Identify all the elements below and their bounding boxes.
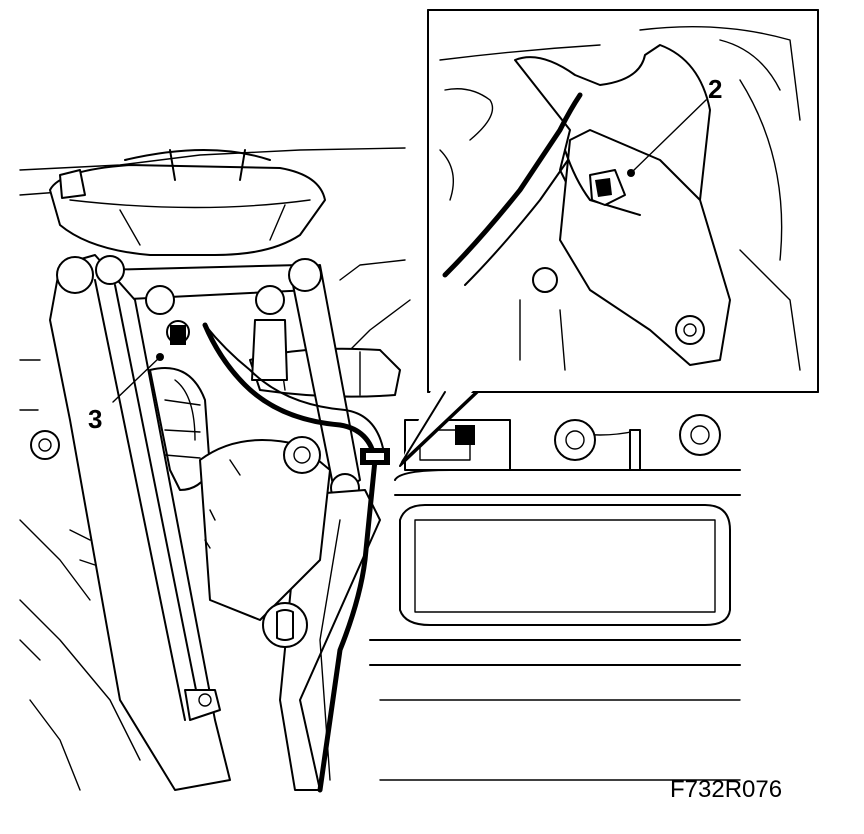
figure-code: F732R076 bbox=[670, 776, 782, 803]
body-rail bbox=[369, 414, 741, 781]
callout-3-leader bbox=[112, 356, 161, 403]
inset-contents bbox=[439, 25, 801, 371]
callout-3-label: 3 bbox=[88, 404, 102, 434]
trailing-arm bbox=[30, 254, 231, 791]
spring-seat bbox=[49, 149, 326, 256]
main-view bbox=[19, 147, 741, 793]
abs-sensor-cable bbox=[202, 322, 390, 793]
body-structure bbox=[19, 147, 411, 791]
wheel-hub-carrier bbox=[199, 436, 331, 648]
callout-2-leader bbox=[631, 99, 707, 173]
callout-2-dot bbox=[627, 169, 635, 177]
inset-detail-view bbox=[399, 9, 819, 467]
callout-leaders bbox=[112, 99, 707, 403]
callout-2-label: 2 bbox=[708, 74, 722, 104]
callout-3-dot bbox=[156, 353, 164, 361]
